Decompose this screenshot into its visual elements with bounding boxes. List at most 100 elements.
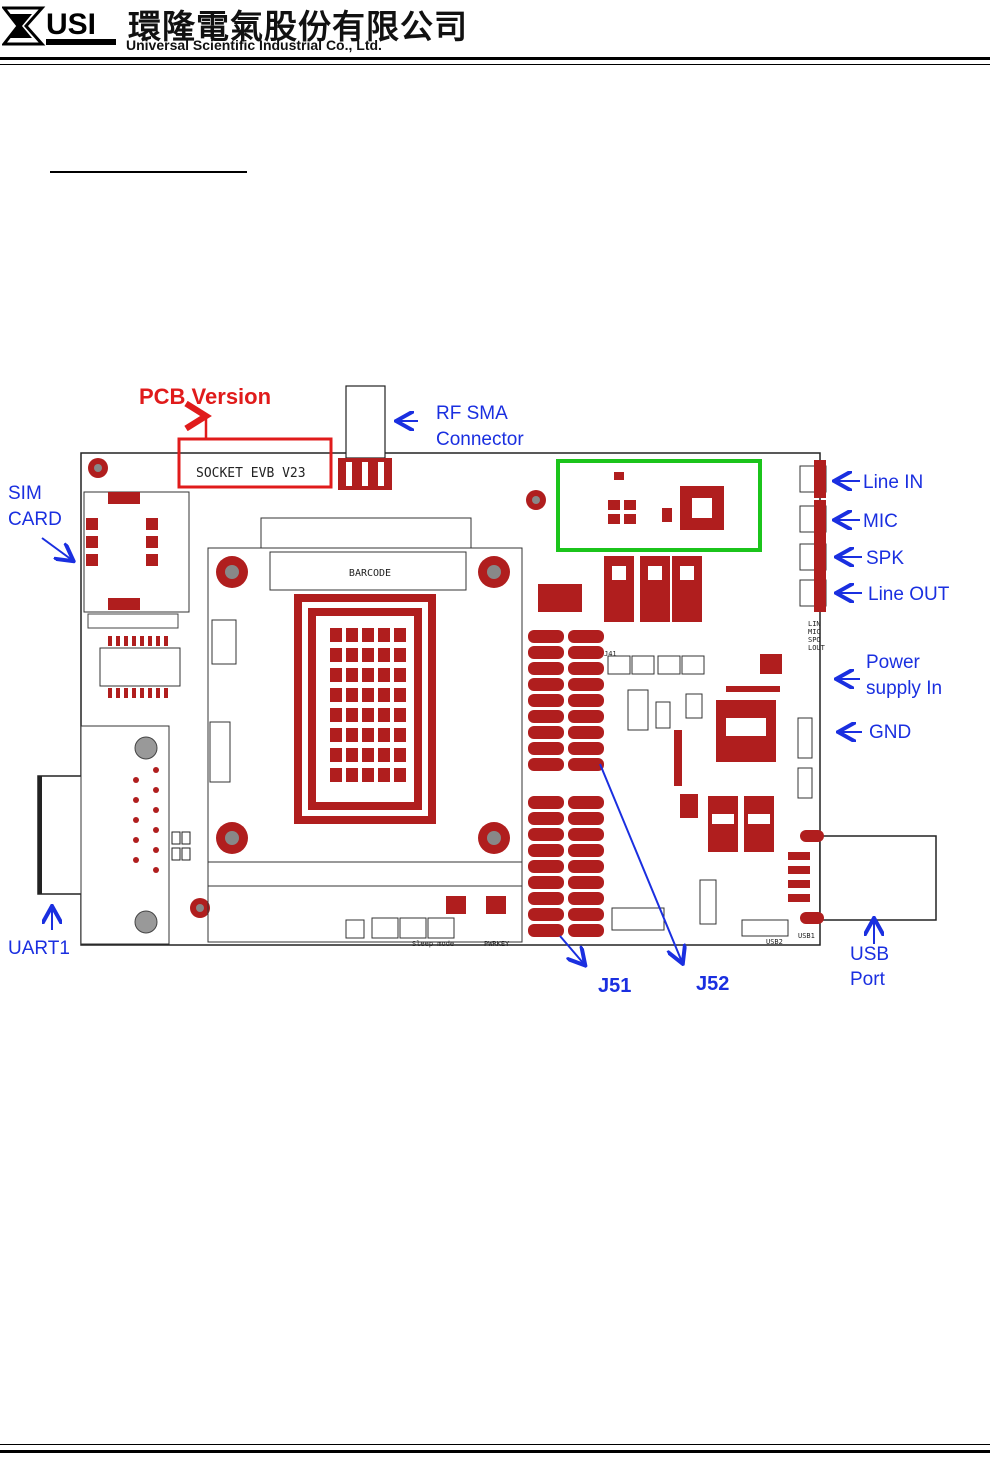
callout-sim-line2: CARD <box>8 509 62 530</box>
jumper-pad <box>528 860 564 873</box>
module-pad <box>394 748 406 762</box>
module-pad <box>378 628 390 642</box>
module-pad <box>330 728 342 742</box>
jumper-pad <box>528 662 564 675</box>
module-pad <box>330 648 342 662</box>
callout-power-line1: Power <box>866 652 921 673</box>
module-pad <box>362 728 374 742</box>
callout-usb-line1: USB <box>850 944 889 965</box>
sim-arrow <box>42 538 72 560</box>
callout-usb-line2: Port <box>850 969 886 990</box>
callout-line-in: Line IN <box>863 472 923 493</box>
callout-j52: J52 <box>696 973 729 995</box>
jumper-pad <box>528 796 564 809</box>
module-pad <box>346 648 358 662</box>
sleep-mode-silk: Sleep mode <box>412 940 454 948</box>
module-pad <box>346 728 358 742</box>
module-pad <box>346 708 358 722</box>
jumper-pad <box>568 844 604 857</box>
module-pad <box>346 688 358 702</box>
section-heading-underline <box>50 171 247 173</box>
rf-sma-connector <box>346 386 385 458</box>
module-pad <box>330 688 342 702</box>
evb-board-diagram: BARCODE SOCKET EVB V23 <box>0 370 990 1010</box>
usi-logo-mark: USI <box>2 4 122 50</box>
module-pad <box>378 728 390 742</box>
jumper-pad <box>568 630 604 643</box>
module-pad <box>330 668 342 682</box>
callout-gnd: GND <box>869 722 911 743</box>
left-ic <box>100 648 180 686</box>
audio-silk-label: MIC <box>808 628 821 636</box>
jumper-pad <box>528 876 564 889</box>
callout-sim-line1: SIM <box>8 483 42 504</box>
jumper-pad <box>568 646 604 659</box>
module-pad <box>378 648 390 662</box>
callout-power-line2: supply In <box>866 678 942 699</box>
callout-spk: SPK <box>866 548 904 569</box>
jumper-pad <box>528 758 564 771</box>
audio-silk-label: SPO <box>808 636 821 644</box>
jumper-pad <box>528 812 564 825</box>
audio-silk-label: LIN <box>808 620 821 628</box>
jumper-pad <box>528 694 564 707</box>
module-pad <box>346 748 358 762</box>
module-pad <box>394 628 406 642</box>
jumper-pad <box>528 630 564 643</box>
jumper-pad <box>568 678 604 691</box>
module-pad <box>362 648 374 662</box>
callout-mic: MIC <box>863 511 898 532</box>
jumper-pad <box>568 876 604 889</box>
module-pad <box>330 628 342 642</box>
module-pad <box>394 688 406 702</box>
usb-port <box>820 836 936 920</box>
jumper-pad <box>528 924 564 937</box>
jumper-pad <box>528 646 564 659</box>
module-pad <box>346 628 358 642</box>
module-pad <box>378 668 390 682</box>
jumper-pad <box>528 892 564 905</box>
jumper-pad <box>528 726 564 739</box>
callout-uart1: UART1 <box>8 938 70 959</box>
jumper-pad <box>568 662 604 675</box>
module-pad <box>362 688 374 702</box>
module-pad <box>330 708 342 722</box>
silkscreen-version-text: SOCKET EVB V23 <box>196 466 306 481</box>
jumper-pad <box>528 742 564 755</box>
jumper-pad <box>568 742 604 755</box>
jumper-pad <box>528 844 564 857</box>
module-pad <box>394 768 406 782</box>
callout-line-out: Line OUT <box>868 584 950 605</box>
module-pad <box>394 648 406 662</box>
j41-silk: J41 <box>604 650 617 658</box>
sim-card-holder <box>84 492 189 612</box>
module-pad <box>394 728 406 742</box>
module-pad <box>378 768 390 782</box>
module-pad <box>394 668 406 682</box>
pwrkey-silk: PWRKEY <box>484 940 510 948</box>
module-pad <box>362 628 374 642</box>
jumper-pad <box>568 726 604 739</box>
jumper-pad <box>568 694 604 707</box>
jumper-pad <box>568 812 604 825</box>
callout-j51: J51 <box>598 975 631 997</box>
jumper-pad <box>568 924 604 937</box>
company-name-en: Universal Scientific Industrial Co., Ltd… <box>126 37 382 53</box>
jumper-pad <box>568 892 604 905</box>
module-pad <box>362 708 374 722</box>
jumper-pad <box>568 828 604 841</box>
module-pad <box>330 748 342 762</box>
module-pad <box>346 768 358 782</box>
callout-pcb-version: PCB Version <box>139 384 271 409</box>
module-pad <box>394 708 406 722</box>
usb1-silk: USB1 <box>798 932 815 940</box>
header-rule-thick <box>0 57 990 60</box>
barcode-label: BARCODE <box>349 568 391 579</box>
jumper-pad <box>568 860 604 873</box>
callout-rf-sma-line1: RF SMA <box>436 403 508 424</box>
footer-rule-thin <box>0 1444 990 1445</box>
header-rule-thin <box>0 64 990 65</box>
module-pad <box>362 668 374 682</box>
jumper-pad <box>568 758 604 771</box>
